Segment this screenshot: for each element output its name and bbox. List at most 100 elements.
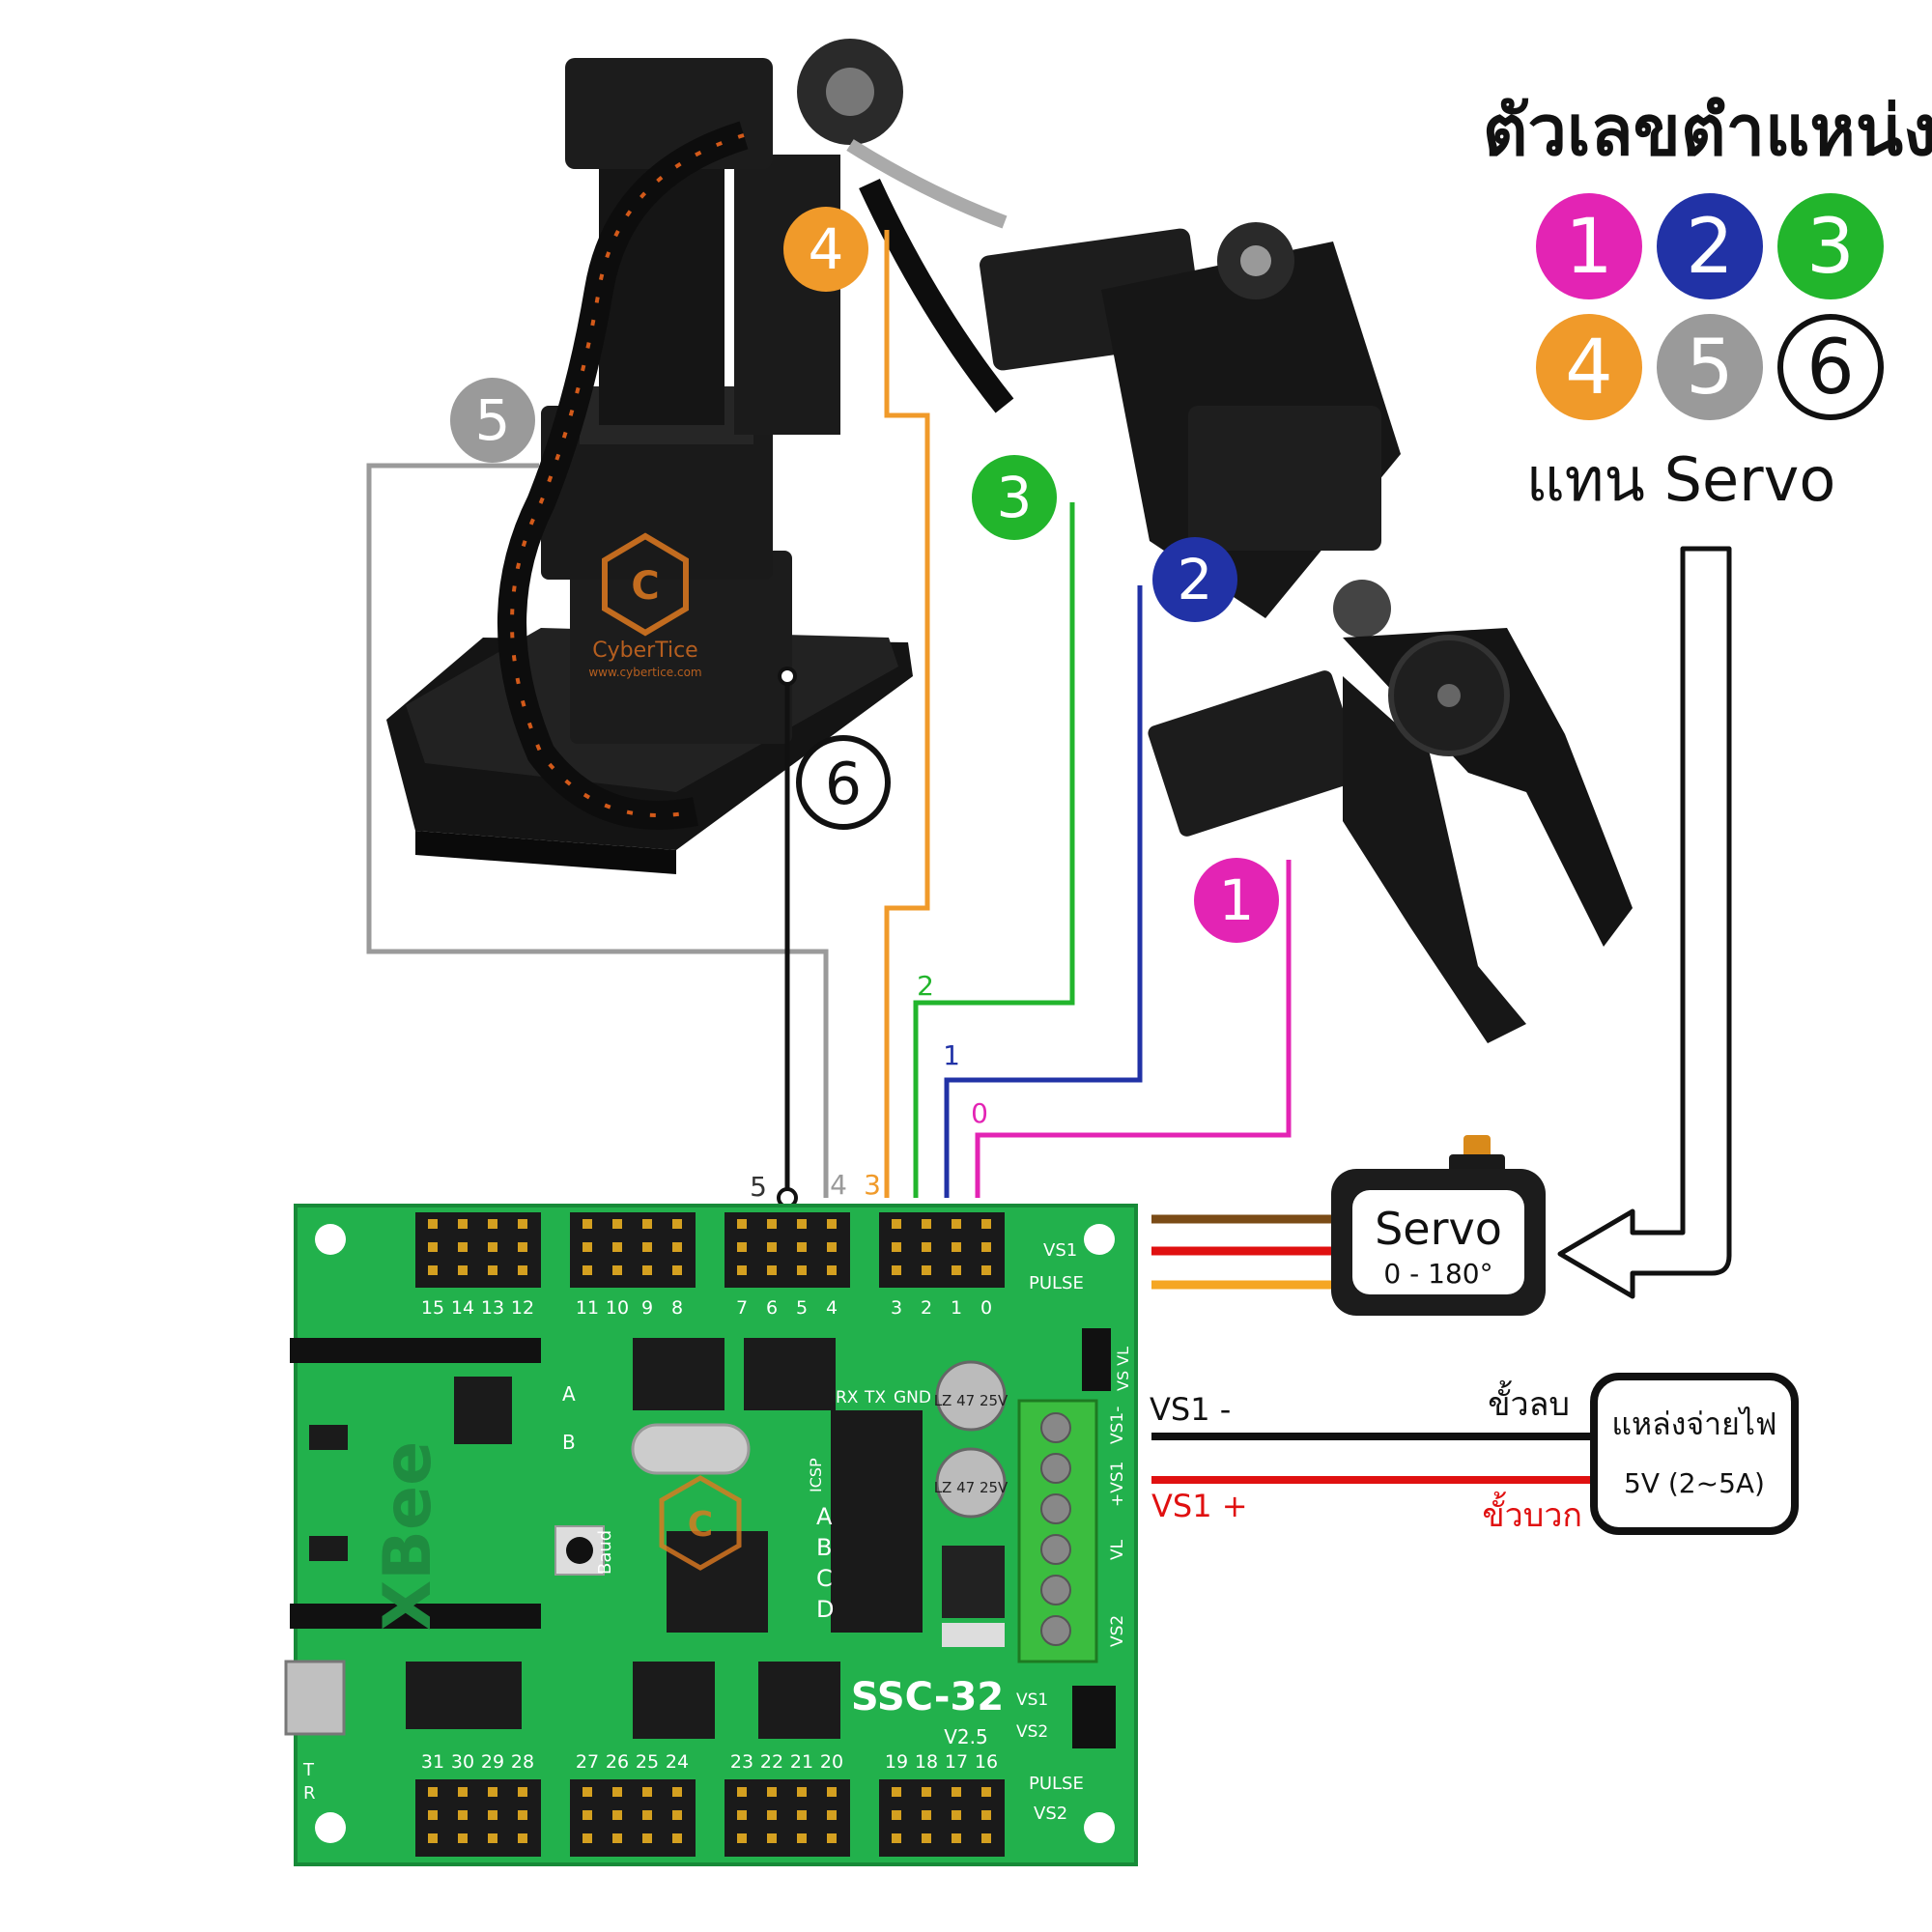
top-pin-label-3: 3 (891, 1297, 902, 1319)
bottom-pin-20-row-0 (827, 1787, 837, 1797)
bottom-pin-30-row-2 (458, 1833, 468, 1843)
top-pin-15-row-1 (428, 1242, 438, 1252)
top-pin-11-row-1 (582, 1242, 592, 1252)
bottom-pin-28-row-1 (518, 1810, 527, 1820)
legend-subtitle: แทน Servo (1526, 444, 1836, 515)
legend: ตัวเลขตำแหน่ง 1 2 3 4 5 6 แทน Servo (1483, 90, 1932, 515)
svg-text:1: 1 (1565, 204, 1613, 291)
top-pin-label-14: 14 (451, 1297, 474, 1319)
top-pin-label-1: 1 (951, 1297, 962, 1319)
legend-title: ตัวเลขตำแหน่ง (1483, 90, 1932, 171)
top-pin-11-row-2 (582, 1265, 592, 1275)
bottom-pin-label-28: 28 (511, 1751, 534, 1773)
svg-text:2: 2 (1686, 204, 1734, 291)
bottom-pin-24-row-1 (672, 1810, 682, 1820)
channel-label-2: 2 (917, 970, 934, 1002)
top-pin-13-row-2 (488, 1265, 497, 1275)
bottom-pin-label-17: 17 (945, 1751, 968, 1773)
wire-servo-5 (366, 463, 829, 1198)
bottom-pin-31-row-2 (428, 1833, 438, 1843)
vs1-plus-label: VS1 + (1151, 1488, 1248, 1524)
bottom-pin-25-row-2 (642, 1833, 652, 1843)
crystal (631, 1423, 751, 1475)
negative-terminal-label: ขั้วลบ (1488, 1380, 1570, 1424)
power-section: VS1 - VS1 + ขั้วลบ ขั้วบวก แหล่งจ่ายไฟ 5… (1150, 1373, 1799, 1535)
xbee-header-bottom (290, 1604, 541, 1629)
top-pin-14-row-0 (458, 1219, 468, 1229)
bottom-pin-20-row-2 (827, 1833, 837, 1843)
bottom-pin-26-row-1 (612, 1810, 622, 1820)
bottom-pin-17-row-2 (952, 1833, 961, 1843)
bottom-pin-label-19: 19 (885, 1751, 908, 1773)
top-pin-8-row-0 (672, 1219, 682, 1229)
xbee-header-top (290, 1338, 541, 1363)
label-term-vl: VL (1108, 1539, 1127, 1560)
bottom-pin-21-row-0 (797, 1787, 807, 1797)
bottom-pin-31-row-0 (428, 1787, 438, 1797)
top-pin-3-row-2 (892, 1265, 901, 1275)
channel-label-1: 1 (943, 1039, 960, 1071)
top-pin-2-row-1 (922, 1242, 931, 1252)
bottom-pin-29-row-2 (488, 1833, 497, 1843)
top-pin-14-row-1 (458, 1242, 468, 1252)
vs-vl-jumper (1082, 1328, 1111, 1391)
top-pin-dots (428, 1219, 991, 1275)
bottom-pin-label-18: 18 (915, 1751, 938, 1773)
svg-text:2: 2 (1178, 547, 1213, 612)
top-pin-13-row-0 (488, 1219, 497, 1229)
servo-box-range: 0 - 180° (1383, 1258, 1492, 1290)
top-pin-10-row-2 (612, 1265, 622, 1275)
channel-label-0: 0 (971, 1097, 988, 1129)
top-pin-8-row-2 (672, 1265, 682, 1275)
svg-text:4: 4 (1565, 325, 1613, 412)
bottom-pin-22-row-0 (767, 1787, 777, 1797)
label-icsp: ICSP (807, 1458, 825, 1492)
brand-url: www.cybertice.com (588, 666, 701, 679)
top-pin-label-10: 10 (606, 1297, 629, 1319)
bottom-pin-16-row-0 (981, 1787, 991, 1797)
top-pin-7-row-1 (737, 1242, 747, 1252)
top-pin-10-row-0 (612, 1219, 622, 1229)
label-term-vs2: VS2 (1108, 1615, 1127, 1647)
capacitor-1: LZ 47 25V (934, 1360, 1009, 1432)
top-pin-3-row-1 (892, 1242, 901, 1252)
label-b-jumper: B (562, 1431, 576, 1454)
bottom-pin-label-16: 16 (975, 1751, 998, 1773)
label-d-icsp: D (816, 1596, 834, 1623)
top-pin-label-13: 13 (481, 1297, 504, 1319)
top-pin-label-2: 2 (921, 1297, 932, 1319)
vs1-vs2-jumper (1072, 1686, 1116, 1748)
bottom-pin-19-row-0 (892, 1787, 901, 1797)
top-pin-10-row-1 (612, 1242, 622, 1252)
wire-6-endpoint (778, 667, 797, 686)
label-term-vs1p: +VS1 (1108, 1462, 1127, 1507)
vs1-minus-label: VS1 - (1150, 1391, 1231, 1428)
legend-badge-3: 3 (1777, 193, 1884, 299)
bottom-pin-16-row-2 (981, 1833, 991, 1843)
legend-arrow (1557, 546, 1732, 1299)
top-pin-label-7: 7 (736, 1297, 748, 1319)
label-tx: TX (864, 1388, 886, 1407)
bottom-pin-label-21: 21 (790, 1751, 813, 1773)
bottom-pin-dots (428, 1787, 991, 1843)
top-pin-label-15: 15 (421, 1297, 444, 1319)
svg-text:1: 1 (1219, 867, 1255, 933)
top-pin-7-row-2 (737, 1265, 747, 1275)
top-pin-label-12: 12 (511, 1297, 534, 1319)
label-vs1-top: VS1 (1043, 1240, 1077, 1261)
svg-text:C: C (631, 564, 659, 609)
svg-text:6: 6 (1806, 325, 1855, 412)
bottom-pin-30-row-0 (458, 1787, 468, 1797)
bottom-pin-label-20: 20 (820, 1751, 843, 1773)
top-pin-12-row-2 (518, 1265, 527, 1275)
channel-label-4: 4 (830, 1169, 847, 1201)
bottom-pin-26-row-0 (612, 1787, 622, 1797)
top-pin-1-row-2 (952, 1265, 961, 1275)
label-t: T (302, 1760, 315, 1780)
legend-badge-4: 4 (1536, 314, 1642, 420)
top-pin-6-row-1 (767, 1242, 777, 1252)
bottom-pin-18-row-0 (922, 1787, 931, 1797)
